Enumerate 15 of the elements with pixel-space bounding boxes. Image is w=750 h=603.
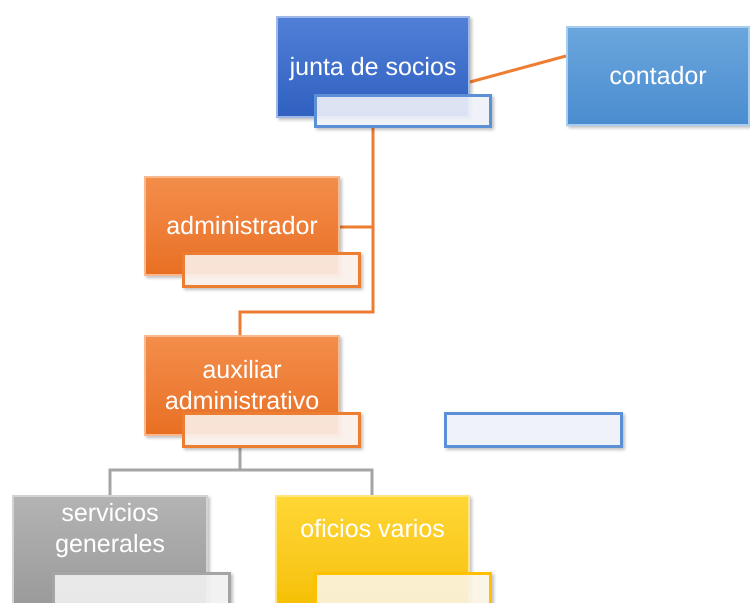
box-label: junta de socios — [288, 52, 458, 82]
box-label: oficios varios — [299, 514, 446, 544]
empty-box — [314, 94, 492, 128]
box-label: contador — [608, 60, 708, 92]
box-label: auxiliar administrativo — [164, 354, 320, 416]
connector-line — [470, 54, 566, 84]
empty-box — [182, 412, 361, 448]
empty-box — [444, 412, 623, 448]
box-label: servicios generales — [54, 498, 166, 560]
box-label: administrador — [165, 210, 319, 242]
empty-box — [182, 252, 361, 288]
empty-box — [314, 572, 492, 603]
connector-line — [238, 128, 374, 335]
org-box — [566, 26, 750, 126]
empty-box — [52, 572, 231, 603]
